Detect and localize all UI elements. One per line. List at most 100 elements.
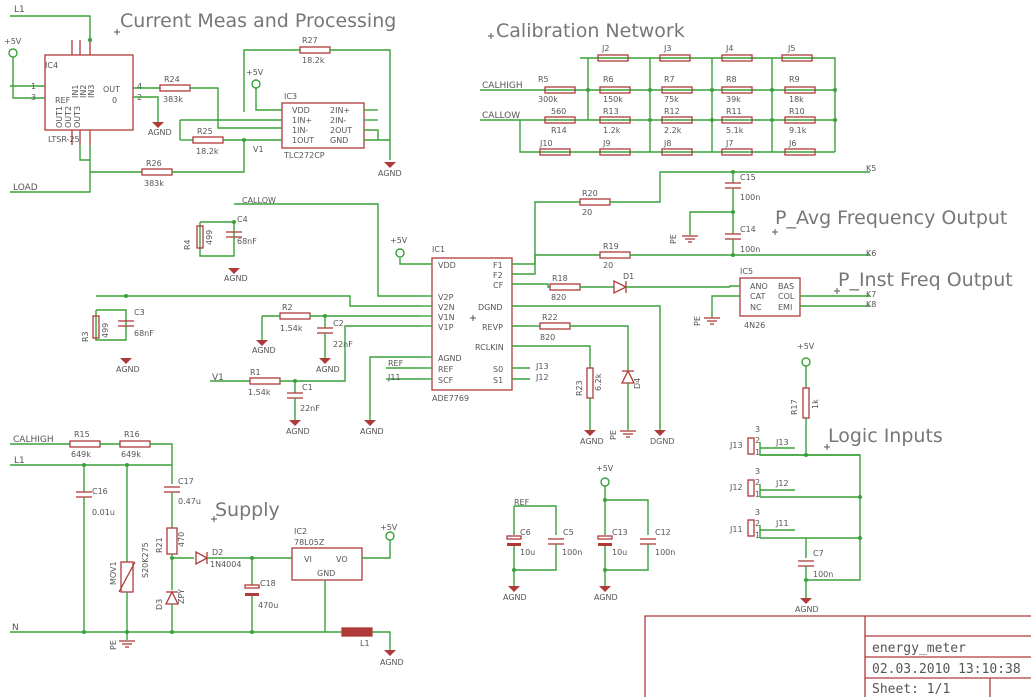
ic1-f1: F1 [493,261,503,270]
d1-name: D1 [623,272,634,281]
ic3-label: IC3 [284,92,297,101]
c18-name: C18 [260,579,276,588]
r22-name: R22 [542,313,558,322]
c1-value: 22nF [300,404,320,413]
c16-value: 0.01u [92,508,115,517]
net-k8: K8 [866,300,876,309]
net-j11-ic1: J11 [387,373,401,382]
ic1-vdd: VDD [438,261,456,270]
r5-value: 300k [538,95,558,104]
r22-value: 820 [540,333,555,342]
c14-value: 100n [740,245,760,254]
ic1-v2p: V2P [438,293,454,302]
r18-name: R18 [552,274,568,283]
section-titles: Current Meas and Processing Calibration … [120,10,1013,521]
ic1-body [431,257,513,391]
r21-value: 470 [177,532,186,547]
net-k7: K7 [866,290,876,299]
calibration-network: CALHIGH CALLOW R5 300k R6 150k R7 75k R8… [480,44,836,156]
l1-coil-label: L1 [360,639,370,648]
r8-name: R8 [726,75,737,84]
j13-header-label: J13 [729,441,743,450]
ic3-2inn: 2IN- [330,116,346,125]
mov-value: S20K275 [141,542,150,578]
agnd-label-c13: AGND [594,593,618,602]
ic3-part: TLC272CP [283,151,325,160]
agnd-label-ic3: AGND [378,169,402,178]
pe-label-supply: PE [109,640,118,650]
r15-name: R15 [74,430,90,439]
ic2-vi: VI [304,555,312,564]
agnd-label-c1: AGND [286,427,310,436]
c5-value: 100n [562,548,582,557]
agnd-label-c7: AGND [795,605,819,614]
ic4-pin3: 3 [31,93,36,102]
ic1-revp: REVP [482,323,503,332]
d2-value: 1N4004 [210,560,241,569]
r13-name: R13 [603,107,619,116]
d4-name: D4 [633,378,642,389]
ic1-dgnd: DGND [478,303,503,312]
j7-label: J7 [725,139,733,148]
j5-label: J5 [787,44,795,53]
agnd-label-supply: AGND [380,658,404,667]
j8-label: J8 [663,139,671,148]
ade7769-block: IC1 ADE7769 VDD V2P V2N V1N V1P AGND REF… [81,164,876,446]
title-pavg-output: P_Avg Frequency Output [775,207,1007,229]
j12-header-label: J12 [729,483,743,492]
title-calibration-network: Calibration Network [496,20,685,42]
supply-block: CALHIGH R15 649k R16 649k L1 C16 0.01u M… [10,430,404,667]
ic1-s0: S0 [493,365,503,374]
ic4-out2: OUT2 [64,106,73,128]
r23-name: R23 [575,380,584,396]
ic1-ref: REF [438,365,454,374]
c16-name: C16 [92,487,108,496]
ic5-part: 4N26 [744,321,765,330]
c12-value: 100n [655,548,675,557]
ic4-body [44,54,134,131]
d3-value: ZPY [177,589,186,604]
ic1-f2: F2 [493,271,503,280]
c17-value: 0.47u [178,497,201,506]
c3-name: C3 [134,308,145,317]
ic3-vdd: VDD [292,106,310,115]
junction-dots [82,38,862,634]
r20-name: R20 [582,189,598,198]
r11-value: 5.1k [726,126,744,135]
ic5-nc: NC [750,303,762,312]
ic1-scf: SCF [438,376,454,385]
ic4-pin1: 1 [31,82,36,91]
j6-label: J6 [788,139,796,148]
c2-name: C2 [333,319,344,328]
j12-pin2: 2 [755,478,760,487]
j4-label: J4 [725,44,733,53]
c18-value: 470u [258,601,278,610]
r9-value: 18k [789,95,804,104]
j13-net: J13 [775,438,789,447]
title-block: energy_meter 02.03.2010 13:10:38 Sheet: … [644,615,1031,697]
r10-name: R10 [789,107,805,116]
j12-net: J12 [775,479,789,488]
c4-name: C4 [237,215,248,224]
j11-net: J11 [775,519,789,528]
c2-value: 22nF [333,340,353,349]
ic3-1out: 1OUT [292,136,314,145]
ic5-label: IC5 [740,267,753,276]
j13-pin2: 2 [755,436,760,445]
net-n: N [12,623,19,633]
agnd-label-ic4: AGND [148,128,172,137]
ic1-agnd: AGND [438,354,462,363]
ic4-part: LTSR-25 [48,135,80,144]
ic5-emi: EMI [778,303,792,312]
net-calhigh-cal: CALHIGH [482,81,523,91]
c15-name: C15 [740,173,756,182]
r3-value: 499 [101,323,110,338]
r11-name: R11 [726,107,742,116]
c14-name: C14 [740,225,756,234]
net-calhigh-supply: CALHIGH [13,435,54,445]
ic4-out1: OUT1 [55,106,64,128]
ic4-in1: IN1 [71,85,80,98]
pe-label-ic5: PE [693,316,702,326]
c7-name: C7 [813,549,824,558]
